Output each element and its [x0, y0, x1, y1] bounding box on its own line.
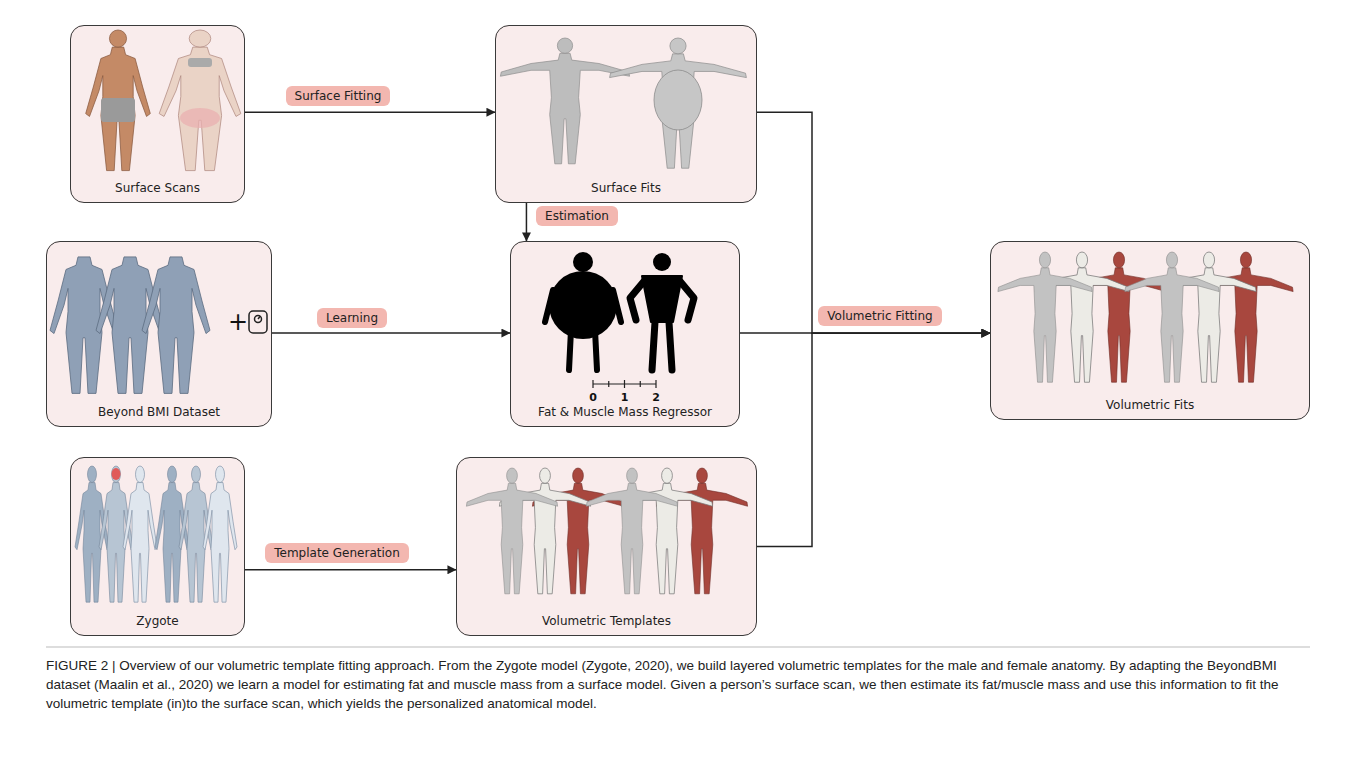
fat-figure [545, 252, 621, 370]
scan-figure [159, 30, 241, 171]
skin-layer [586, 468, 677, 594]
panel-title: Surface Fits [591, 181, 661, 195]
panel-title: Volumetric Fits [1106, 398, 1194, 412]
scan-shorts [101, 98, 135, 122]
panel-fill [990, 241, 1310, 420]
zygote-skeleton [203, 466, 237, 602]
zygote-head-mark [112, 468, 121, 480]
fit-figure [610, 38, 747, 168]
scan-top [188, 58, 212, 67]
scale-axis [593, 380, 656, 388]
panel-title: Volumetric Templates [542, 614, 671, 628]
panel-box: Zygote [70, 457, 245, 636]
plus-sign: + [228, 310, 248, 334]
flow-arrow [757, 333, 990, 546]
scale-number: 2 [652, 392, 660, 403]
skin-layer [998, 252, 1092, 382]
flow-arrow [245, 569, 456, 571]
flow-arrow [272, 332, 510, 334]
step-label: Estimation [536, 206, 618, 226]
dataset-body [50, 257, 118, 394]
flow-arrow [526, 203, 528, 241]
dataset-body [96, 257, 164, 394]
panel-title: Beyond BMI Dataset [98, 405, 220, 419]
fit-figure [500, 38, 629, 164]
panel-title: Surface Scans [115, 181, 200, 195]
panel-fill [456, 457, 757, 636]
flow-arrow [245, 111, 495, 113]
panel-fill [510, 241, 740, 427]
muscle-figure [630, 253, 694, 370]
step-label: Template Generation [265, 543, 409, 563]
zygote-skeleton [123, 466, 157, 602]
panel-box: Surface Fits [495, 25, 757, 203]
scan-figure [86, 30, 151, 171]
scale-number: 1 [621, 392, 629, 403]
figure-caption: FIGURE 2 | Overview of our volumetric te… [46, 656, 1310, 713]
panel-fill [70, 457, 245, 636]
panel-title: Fat & Muscle Mass Regressor [538, 405, 712, 419]
panel-box: Volumetric Fits [990, 241, 1310, 420]
flow-arrow [757, 112, 990, 333]
scale-number: 0 [589, 392, 597, 403]
dataset-body [142, 257, 210, 394]
panel-box: Surface Scans [70, 25, 245, 203]
step-label: Volumetric Fitting [818, 306, 941, 326]
panel-box: Volumetric Templates [456, 457, 757, 636]
panel-box: Beyond BMI Dataset [46, 241, 272, 427]
panel-fill [495, 25, 757, 203]
skin-layer [466, 468, 557, 594]
panel-fill [46, 241, 272, 427]
panel-title: Zygote [136, 614, 178, 628]
panel-fill [70, 25, 245, 203]
fit-belly [654, 70, 702, 130]
scan-shading [180, 108, 220, 128]
step-label: Surface Fitting [286, 86, 391, 106]
skin-layer [1125, 252, 1219, 382]
caption-rule [46, 647, 1310, 648]
scale-icon [249, 311, 267, 333]
step-label: Learning [317, 308, 387, 328]
